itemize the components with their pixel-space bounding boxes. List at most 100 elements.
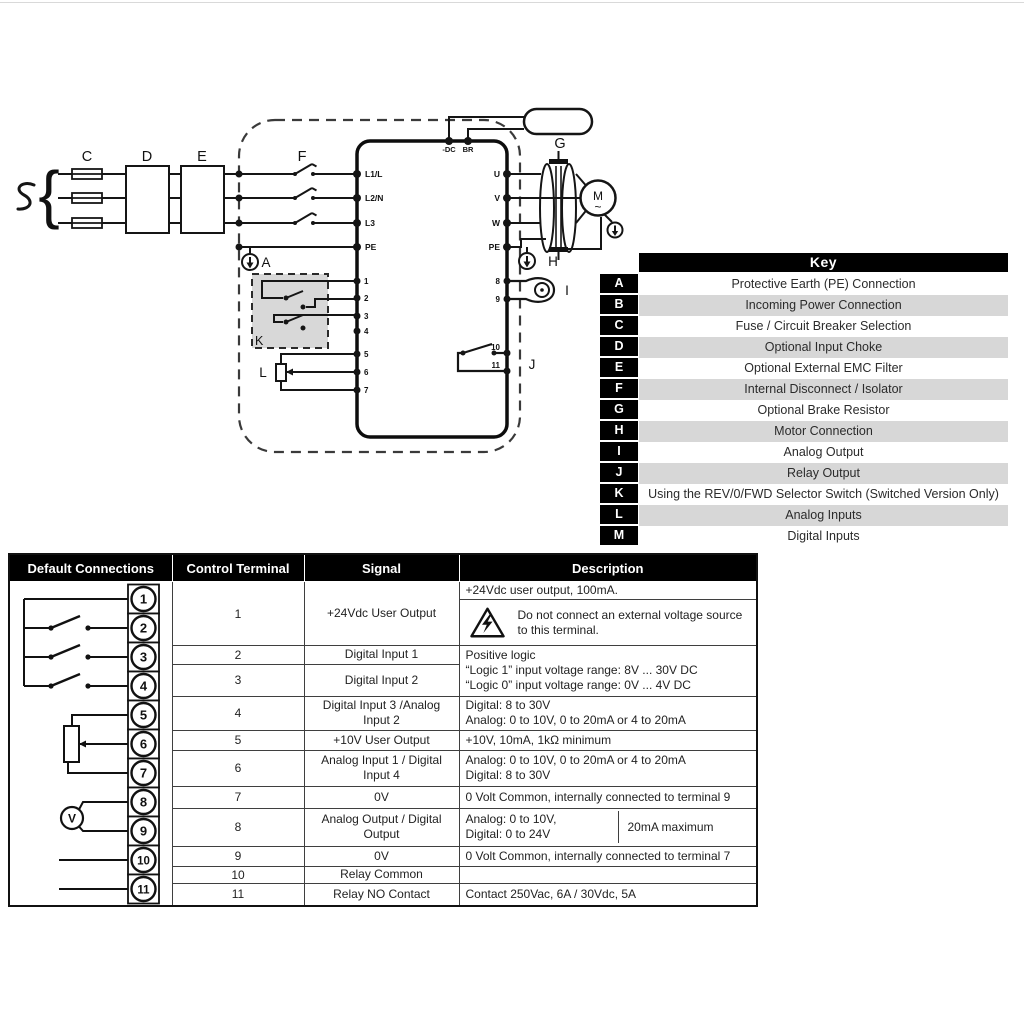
strip-number: 10: [137, 856, 150, 868]
key-description: Analog Output: [783, 445, 864, 459]
description-cell: +10V, 10mA, 1kΩ minimum: [458, 729, 758, 751]
signal-cell: 0V: [303, 785, 460, 809]
default-connections-cell: 1 2 3 4 5 6 7 8 9 10 11 V: [8, 581, 173, 907]
terminal-num-8: 8: [496, 277, 501, 286]
earth-symbol-a: [241, 247, 259, 271]
header-signal: Signal: [303, 553, 460, 582]
key-row: G Optional Brake Resistor: [600, 400, 1008, 421]
terminal-cell: 5: [171, 729, 305, 751]
strip-number: 1: [140, 592, 147, 607]
header-description: Description: [458, 553, 758, 582]
terminal-num-7: 7: [364, 386, 369, 395]
description-cell: Positive logic “Logic 1” input voltage r…: [458, 645, 758, 697]
drive-box: [355, 139, 509, 439]
description-cell: Analog: 0 to 10V, 0 to 20mA or 4 to 20mA…: [458, 749, 758, 787]
label-j: J: [529, 357, 536, 372]
terminal-label-l1: L1/L: [365, 169, 382, 179]
wiring-diagram: { C D E F G A H I J K L -DC BR L1/L L2/N…: [16, 107, 624, 454]
table-row: 5 +10V User Output +10V, 10mA, 1kΩ minim…: [9, 729, 758, 751]
signal-cell: +10V User Output: [303, 729, 460, 751]
terminal-label-w: W: [492, 218, 501, 228]
key-description: Relay Output: [639, 463, 1008, 484]
description-cell: Digital: 8 to 30V Analog: 0 to 10V, 0 to…: [458, 695, 758, 731]
key-description: Motor Connection: [639, 421, 1008, 442]
analog-output-loop: [507, 277, 556, 303]
description-line: Digital: 0 to 24V: [465, 827, 551, 841]
motor-connection: [507, 151, 624, 270]
default-connections-diagram: 1 2 3 4 5 6 7 8 9 10 11 V: [23, 583, 160, 905]
terminal-label-u: U: [494, 169, 500, 179]
switch-icons: [24, 614, 128, 688]
terminal-num-11: 11: [492, 361, 501, 370]
motor-wave: ~: [594, 200, 601, 214]
terminal-cell: 10: [171, 865, 305, 884]
key-description: Optional Brake Resistor: [757, 403, 890, 417]
pe-earth-icon: [518, 247, 536, 270]
table-row: 1 2 3 4 5 6 7 8 9 10 11 V 1 +: [8, 581, 758, 907]
motor-letter: M: [593, 189, 603, 203]
key-table-header: Key: [600, 253, 1008, 274]
ac-source-icon: [16, 182, 36, 211]
terminal-label-dc: -DC: [442, 145, 456, 154]
terminal-cell: 4: [171, 695, 305, 731]
relay-output: [456, 342, 507, 373]
selector-switch-box: [251, 273, 357, 349]
description-line: Analog: 0 to 10V, 0 to 20mA or 4 to 20mA: [465, 713, 686, 727]
description-line: Analog: 0 to 10V, 0 to 20mA or 4 to 20mA: [465, 753, 686, 767]
terminal-num-6: 6: [364, 368, 369, 377]
terminal-cell: 11: [171, 882, 305, 907]
signal-cell: Analog Input 1 / Digital Input 4: [303, 749, 460, 787]
disconnect-switch-icons: [293, 163, 317, 225]
key-letter: J: [600, 463, 638, 482]
signal-cell: Digital Input 1: [303, 645, 460, 665]
key-title: Key: [639, 253, 1008, 272]
emc-filter-box: [180, 165, 225, 234]
terminal-num-3: 3: [364, 312, 369, 321]
label-g: G: [554, 136, 565, 152]
description-cell: [458, 865, 758, 884]
voltmeter-icon: [59, 801, 128, 832]
key-letter: G: [600, 400, 638, 419]
label-h: H: [548, 254, 558, 269]
label-f: F: [298, 149, 307, 165]
motor-earth-icon: [606, 221, 624, 239]
page-top-rule: [0, 2, 1024, 3]
label-c: C: [82, 149, 92, 165]
enclosure-dashed-outline: [237, 118, 522, 454]
key-description: Protective Earth (PE) Connection: [731, 277, 916, 291]
strip-number: 4: [140, 679, 148, 694]
key-letter: C: [600, 316, 638, 335]
header-default-connections: Default Connections: [8, 553, 173, 582]
high-voltage-warning-icon: [469, 607, 505, 638]
label-d: D: [142, 149, 152, 165]
description-cell: 0 Volt Common, internally connected to t…: [458, 785, 758, 809]
terminal-cell: 2: [171, 645, 305, 665]
key-row: E Optional External EMC Filter: [600, 358, 1008, 379]
key-letter: E: [600, 358, 638, 377]
key-letter: A: [600, 274, 638, 293]
strip-number: 11: [137, 885, 150, 897]
signal-cell: Analog Output / Digital Output: [303, 807, 460, 847]
label-l: L: [259, 365, 267, 380]
terminal-cell: 8: [171, 807, 305, 847]
signal-cell: 0V: [303, 845, 460, 867]
strip-number: 7: [140, 766, 147, 781]
key-description: Optional External EMC Filter: [744, 361, 903, 375]
terminal-num-4: 4: [364, 327, 369, 336]
table-row: 3 Digital Input 2: [9, 663, 757, 697]
strip-number: 5: [140, 708, 147, 723]
signal-cell: Digital Input 3 /Analog Input 2: [303, 695, 460, 731]
table-row: 9 0V 0 Volt Common, internally connected…: [9, 845, 758, 867]
key-letter: F: [600, 379, 638, 398]
strip-number: 9: [140, 824, 147, 839]
label-e: E: [197, 149, 207, 165]
key-description: Analog Inputs: [639, 505, 1008, 526]
